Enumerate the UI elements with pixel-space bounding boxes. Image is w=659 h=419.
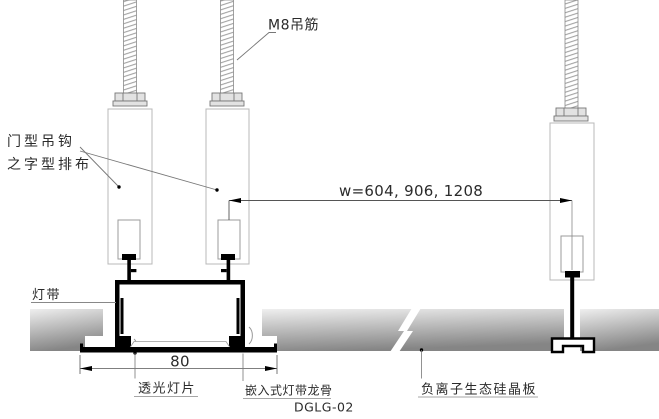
label-door-hook-line2: 之字型排布 — [7, 157, 92, 173]
tee-runner-profile — [550, 337, 596, 354]
led-strip-left — [120, 298, 124, 334]
hanger-inner-block-1 — [117, 219, 141, 260]
label-keel-code: DGLG-02 — [294, 400, 354, 415]
spring-clip-right — [248, 326, 253, 345]
hook-bolt-3 — [565, 271, 580, 339]
dim-w-arrow-left — [229, 198, 241, 203]
break-line-symbol — [390, 308, 421, 352]
threaded-rod-1 — [123, 0, 137, 96]
dimension-module-width — [228, 200, 573, 270]
hanger-inner-block-2 — [217, 219, 241, 260]
led-strip-right — [236, 298, 240, 334]
hex-nut-2 — [209, 92, 245, 107]
threaded-rod-3 — [564, 0, 579, 111]
channel-bottom-flange — [80, 343, 277, 353]
dim-w-arrow-right — [560, 198, 572, 203]
label-light-strip: 灯带 — [32, 288, 61, 303]
light-channel-profile — [115, 280, 245, 348]
ceiling-board-left — [30, 309, 104, 351]
label-ceiling-board: 负离子生态硅晶板 — [421, 382, 537, 398]
label-keel: 嵌入式灯带龙骨 — [245, 384, 333, 398]
dimension-opening-80 — [79, 355, 278, 374]
label-m8-hanger-rod: M8吊筋 — [268, 17, 319, 34]
hook-bolt-2 — [221, 254, 235, 282]
leader-m8-rod — [236, 32, 276, 61]
label-door-hook-line1: 门型吊钩 — [7, 134, 75, 150]
ceiling-board-middle — [262, 308, 564, 352]
hex-nut-1 — [112, 92, 148, 107]
hex-nut-3 — [553, 107, 589, 122]
threaded-rod-2 — [220, 0, 234, 96]
dim-80-text: 80 — [170, 353, 190, 371]
dim-80-arrow-left — [80, 366, 92, 371]
leader-door-hooks — [79, 146, 218, 191]
label-translucent-panel: 透光灯片 — [138, 382, 196, 397]
dim-w-text: w=604, 906, 1208 — [339, 182, 483, 200]
leader-dot-hook-1 — [117, 185, 121, 189]
hook-bolt-1 — [122, 254, 137, 282]
dim-80-arrow-right — [265, 366, 277, 371]
leader-dot-hook-2 — [215, 188, 219, 192]
dim-80-text-mask — [166, 354, 194, 368]
translucent-light-panel — [129, 341, 231, 348]
